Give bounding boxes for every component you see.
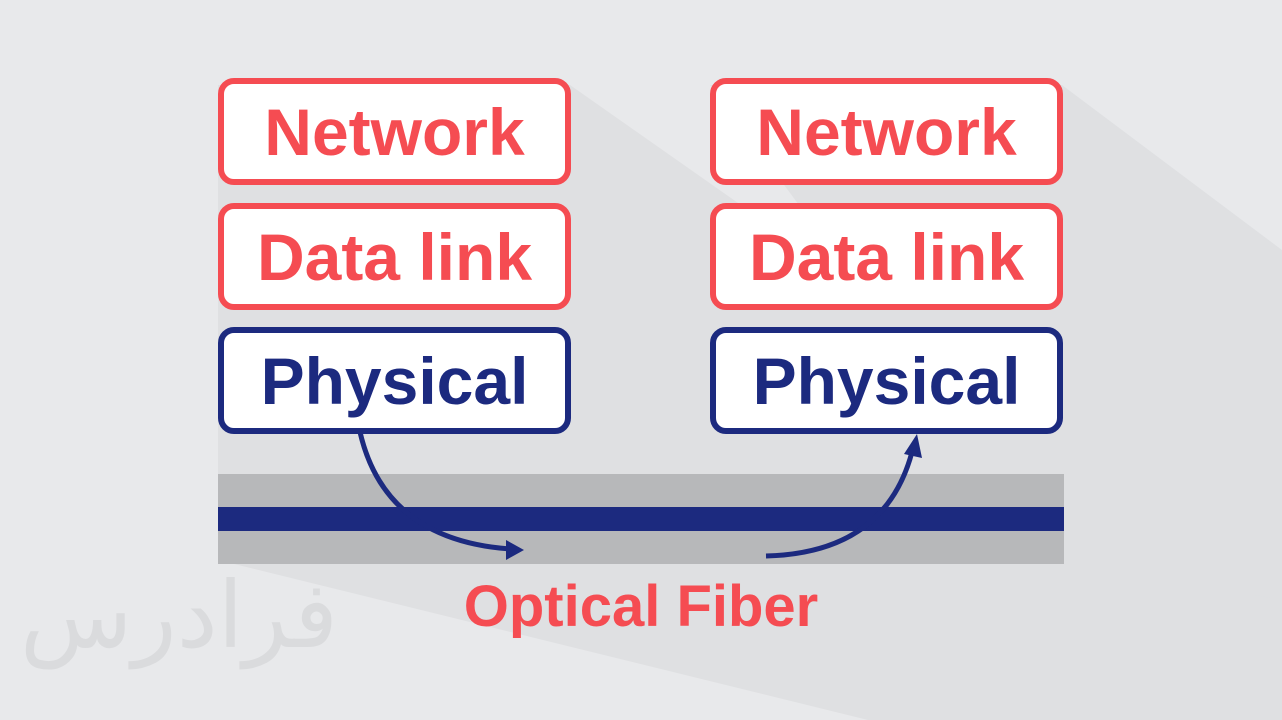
signal-arrow-down xyxy=(357,431,511,552)
left-network-label: Network xyxy=(264,94,525,169)
right-network-label: Network xyxy=(756,94,1017,169)
optical-fiber-caption: Optical Fiber xyxy=(463,574,819,639)
right-network-layer: Network xyxy=(710,78,1063,185)
signal-arrow-up xyxy=(765,451,915,559)
left-network-layer: Network xyxy=(218,78,571,185)
right-physical-layer: Physical xyxy=(710,327,1063,434)
left-physical-layer: Physical xyxy=(218,327,571,434)
right-data-link-label: Data link xyxy=(748,219,1025,294)
fiber-core xyxy=(218,507,1064,531)
signal-arrowhead-down xyxy=(506,540,524,560)
left-data-link-layer: Data link xyxy=(218,203,571,310)
right-data-link-layer: Data link xyxy=(710,203,1063,310)
signal-arrowhead-up xyxy=(904,434,922,458)
left-physical-label: Physical xyxy=(260,343,529,418)
watermark-logo: فرادرس xyxy=(20,562,339,669)
left-data-link-label: Data link xyxy=(256,219,533,294)
right-physical-label: Physical xyxy=(752,343,1021,418)
